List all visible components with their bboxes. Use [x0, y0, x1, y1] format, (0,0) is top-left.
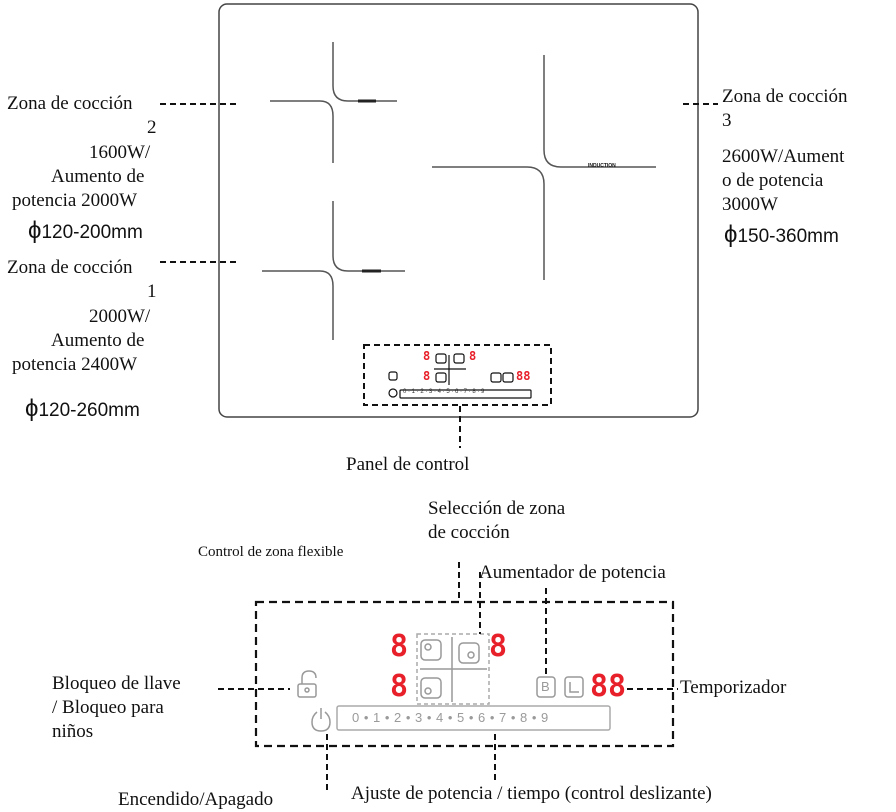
zone3-diameter-row: ϕ150-360mm — [724, 221, 839, 249]
timer-display: 88 — [590, 669, 627, 704]
lock-label-b: / Bloqueo para — [52, 697, 164, 718]
zone2-diameter: 120-200mm — [41, 222, 143, 243]
zone2-power: 1600W/ — [89, 142, 151, 163]
booster-letter: B — [541, 679, 550, 694]
zone-select-label-b: de cocción — [428, 522, 510, 543]
booster-icon[interactable] — [536, 676, 556, 698]
panel-box — [254, 600, 675, 748]
mini-digit-2: 8 — [469, 349, 477, 363]
zone2-boost-a: Aumento de — [51, 166, 145, 187]
slider-label: Ajuste de potencia / tiempo (control des… — [351, 783, 712, 804]
slider-values: 0 • 1 • 2 • 3 • 4 • 5 • 6 • 7 • 8 • 9 — [352, 710, 549, 725]
zone3-diameter: 150-360mm — [737, 226, 839, 247]
mini-timer: 88 — [516, 369, 531, 383]
timer-icon[interactable] — [564, 676, 584, 698]
diameter-icon: ϕ — [724, 221, 738, 248]
zone1-number: 1 — [147, 281, 157, 302]
diameter-icon: ϕ — [28, 217, 42, 244]
zone1-marker — [262, 201, 405, 340]
zone2-title: Zona de cocción — [7, 93, 133, 114]
timer-label: Temporizador — [680, 677, 787, 698]
zone2-number: 2 — [147, 117, 157, 138]
lock-label-c: niños — [52, 721, 94, 742]
lock-label-a: Bloqueo de llave — [52, 673, 181, 694]
mini-digit-1: 8 — [423, 349, 431, 363]
cooktop-outline — [218, 3, 699, 418]
zone-display-left-bottom: 8 — [390, 669, 409, 704]
zone2-boost-b: potencia 2000W — [12, 190, 138, 211]
zone3-boost-b: 3000W — [722, 194, 778, 215]
zone3-marker — [432, 55, 656, 280]
zone3-boost-a: o de potencia — [722, 170, 824, 191]
slider-bar[interactable] — [336, 705, 611, 731]
zone-select-box — [416, 633, 490, 705]
mini-slider-values: 0 · 1 · 2 · 3 · 4 · 5 · 6 · 7 · 8 · 9 — [403, 389, 485, 395]
diameter-icon: ϕ — [25, 395, 39, 422]
induction-logo: INDUCTION — [588, 163, 616, 169]
flex-zone-label: Control de zona flexible — [198, 544, 344, 560]
mini-digit-3: 8 — [423, 369, 431, 383]
panel-label: Panel de control — [346, 454, 470, 475]
mini-panel-box — [363, 344, 552, 406]
zone3-power: 2600W/Aument — [722, 146, 845, 167]
zone1-diameter-row: ϕ120-260mm — [25, 395, 140, 423]
zone-display-left-top: 8 — [390, 629, 409, 664]
zone1-boost-b: potencia 2400W — [12, 354, 138, 375]
zone2-diameter-row: ϕ120-200mm — [28, 217, 143, 245]
zone1-diameter: 120-260mm — [38, 400, 140, 421]
zone3-number: 3 — [722, 110, 732, 131]
zone-buttons — [420, 639, 480, 699]
zone3-title: Zona de cocción — [722, 86, 848, 107]
onoff-label: Encendido/Apagado — [118, 789, 274, 810]
lock-icon[interactable] — [297, 670, 317, 698]
zone1-power: 2000W/ — [89, 306, 151, 327]
zone2-marker — [270, 42, 397, 163]
power-icon[interactable] — [311, 708, 331, 732]
zone-display-right: 8 — [489, 629, 508, 664]
zone-select-label-a: Selección de zona — [428, 498, 566, 519]
mini-panel-icons — [388, 353, 532, 399]
booster-label: Aumentador de potencia — [479, 562, 666, 583]
zone1-title: Zona de cocción — [7, 257, 133, 278]
zone1-boost-a: Aumento de — [51, 330, 145, 351]
